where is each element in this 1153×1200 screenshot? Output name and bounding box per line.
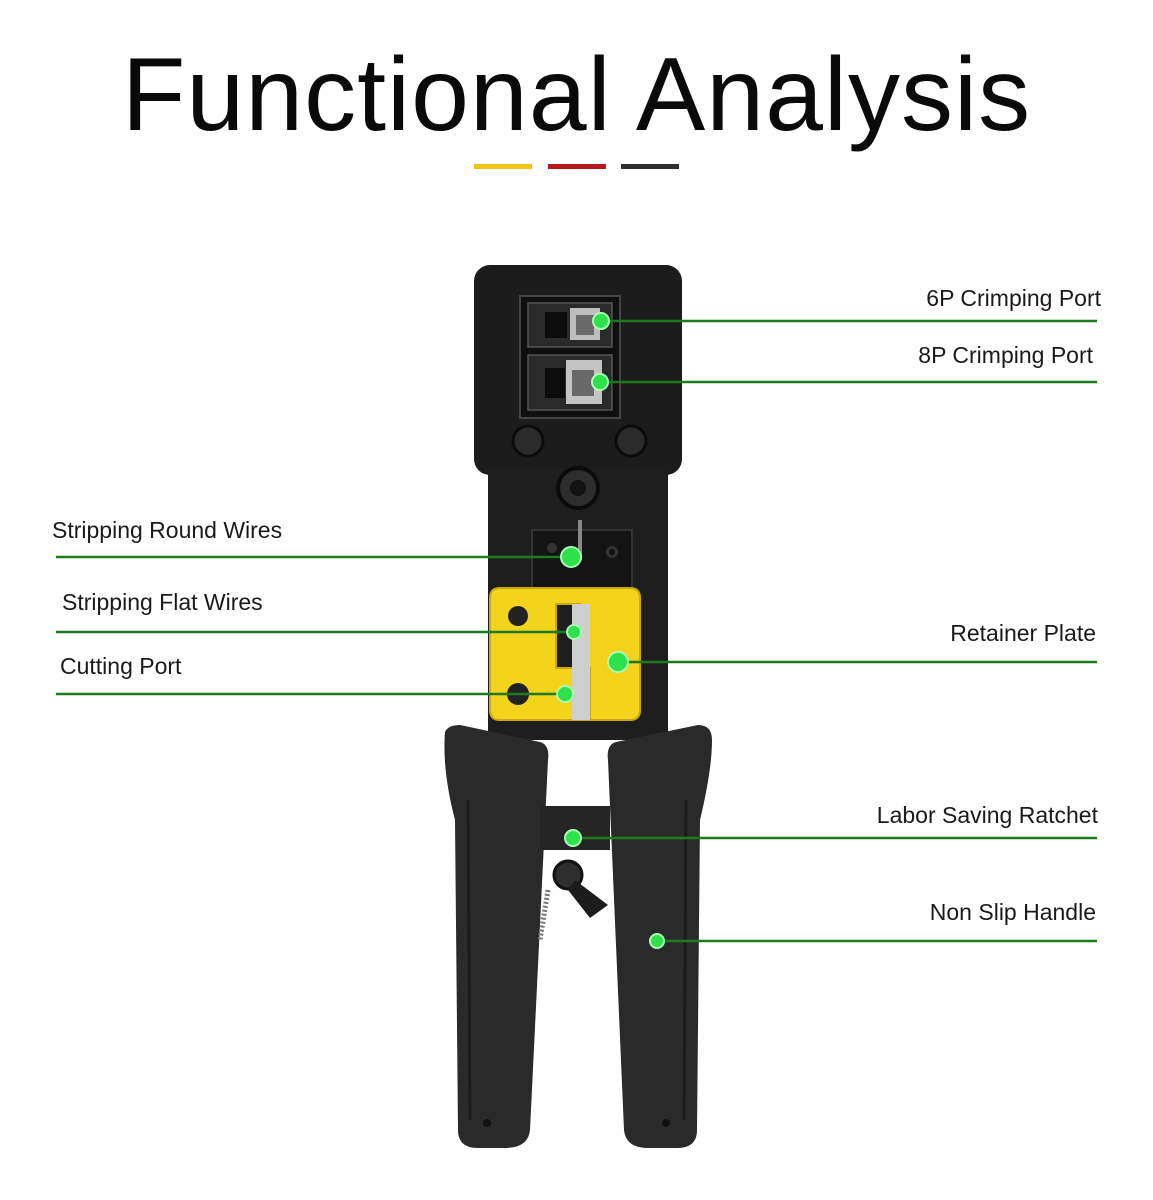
marker-cutting-dot — [556, 685, 574, 703]
leader-lines — [56, 319, 1097, 943]
marker-strip-flat-dot — [566, 624, 582, 640]
marker-handle-dot — [649, 933, 665, 949]
page-title: Functional Analysis — [121, 37, 1032, 153]
label-cutting-port: Cutting Port — [60, 653, 182, 679]
label-8p-crimping-port: 8P Crimping Port — [918, 342, 1093, 368]
label-labor-saving-ratchet: Labor Saving Ratchet — [876, 802, 1098, 828]
accent-bar-red — [548, 164, 606, 169]
label-stripping-round-wires: Stripping Round Wires — [52, 517, 283, 543]
marker-8p-dot — [591, 373, 609, 391]
accent-bar-dark — [621, 164, 679, 169]
crimping-head — [474, 265, 682, 475]
label-6p-crimping-port: 6P Crimping Port — [926, 285, 1101, 311]
marker-6p-dot — [592, 312, 610, 330]
ratchet-mechanism — [537, 806, 610, 941]
label-retainer-plate: Retainer Plate — [950, 620, 1096, 646]
marker-strip-round-dot — [560, 546, 582, 568]
marker-ratchet-dot — [564, 829, 582, 847]
marker-retainer-dot — [607, 651, 629, 673]
left-handle — [444, 725, 549, 1148]
accent-bar-yellow — [474, 164, 532, 169]
label-non-slip-handle: Non Slip Handle — [929, 899, 1096, 925]
label-stripping-flat-wires: Stripping Flat Wires — [62, 589, 263, 615]
